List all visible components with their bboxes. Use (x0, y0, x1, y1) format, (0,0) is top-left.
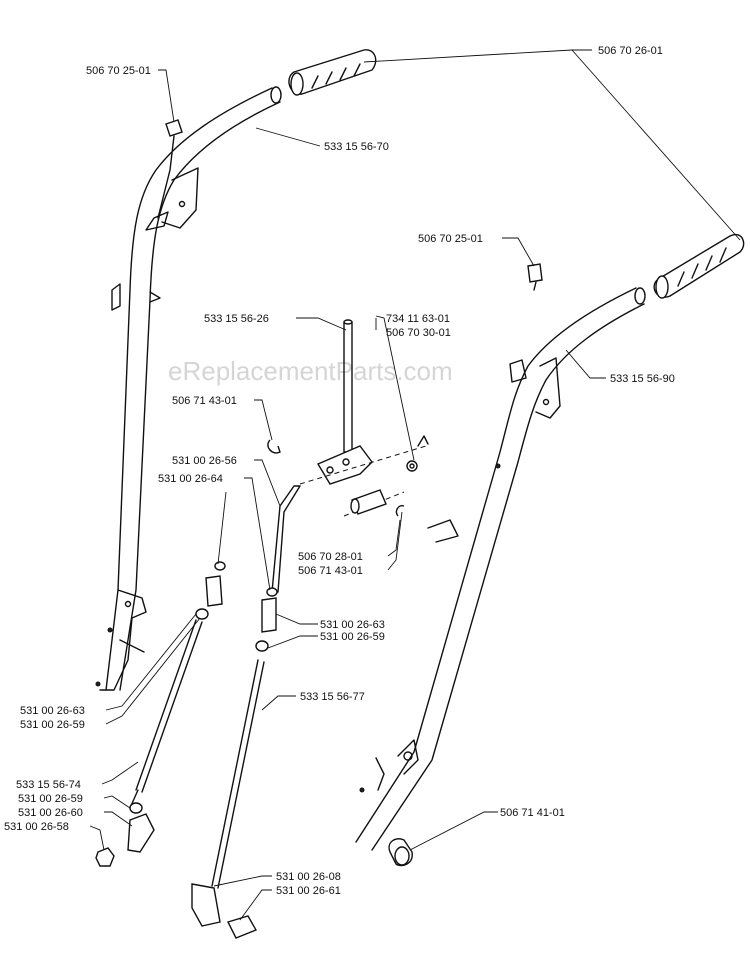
left-handle-bar (95, 86, 282, 691)
shift-lever (299, 319, 427, 517)
label-knob-left: 506 70 25-01 (86, 65, 151, 77)
label-ball-joint: 531 00 26-60 (18, 807, 83, 819)
left-shift-rod (95, 561, 226, 867)
left-knob-bolt (157, 119, 183, 219)
label-clip-lower: 506 71 43-01 (298, 565, 363, 577)
right-knob-bolt (527, 263, 543, 291)
left-handle-grip (288, 49, 377, 96)
label-lock-nut: 531 00 26-58 (4, 821, 69, 833)
label-rod-bend: 531 00 26-56 (172, 455, 237, 467)
label-left-rod: 533 15 56-74 (16, 779, 81, 791)
label-knob-right: 506 70 25-01 (418, 233, 483, 245)
label-bottom-pin: 531 00 26-61 (276, 885, 341, 897)
label-grip-right: 506 70 26-01 (598, 45, 663, 57)
label-nut-top: 531 00 26-64 (158, 473, 223, 485)
label-pin: 734 11 63-01 (386, 313, 450, 325)
leader-lines (89, 49, 741, 921)
watermark: eReplacementParts.com (168, 356, 453, 386)
label-washer: 506 70 30-01 (386, 327, 451, 339)
label-nut-left: 531 00 26-59 (20, 719, 85, 731)
label-handle-right: 533 15 56-90 (610, 373, 675, 385)
center-shift-rod (191, 485, 301, 939)
label-nut-bottom: 531 00 26-59 (18, 793, 83, 805)
label-right-knob: 506 71 41-01 (500, 807, 565, 819)
label-coupler-center: 531 00 26-63 (320, 619, 385, 631)
label-pivot-pin: 506 70 28-01 (298, 551, 363, 563)
label-coupler-left: 531 00 26-63 (20, 705, 85, 717)
right-handle-grip (653, 233, 745, 299)
label-shift-lever: 533 15 56-26 (204, 313, 269, 325)
right-knob (388, 838, 413, 867)
label-center-rod: 533 15 56-77 (300, 691, 365, 703)
lever-pivot-parts (267, 435, 429, 517)
right-handle-bar (355, 287, 646, 851)
label-bracket: 531 00 26-08 (276, 871, 341, 883)
part-labels: 506 70 26-01 506 70 25-01 533 15 56-70 5… (4, 45, 675, 897)
label-handle-left: 533 15 56-70 (324, 141, 389, 153)
label-nut-center: 531 00 26-59 (320, 631, 385, 643)
label-clip-upper: 506 71 43-01 (172, 395, 237, 407)
